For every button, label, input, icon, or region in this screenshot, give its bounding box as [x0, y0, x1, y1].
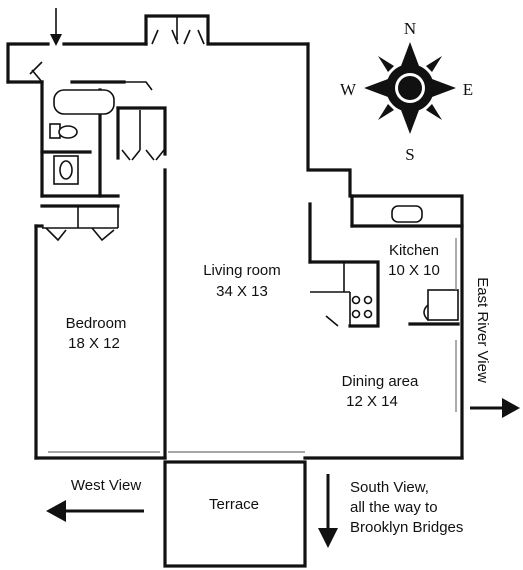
- compass-north-label: N: [404, 19, 416, 38]
- east-view-label: East River View: [474, 277, 491, 383]
- terrace-label: Terrace: [209, 496, 259, 513]
- living-room-size: 34 X 13: [216, 283, 268, 300]
- kitchen-size: 10 X 10: [388, 262, 440, 279]
- bedroom-label: Bedroom: [66, 315, 127, 332]
- dining-area-size: 12 X 14: [346, 393, 398, 410]
- living-room-label: Living room: [203, 262, 281, 279]
- compass-west-label: W: [340, 80, 357, 99]
- exterior-walls: [6, 14, 464, 460]
- compass-east-label: E: [463, 80, 473, 99]
- stove: [351, 295, 373, 319]
- bedroom-size: 18 X 12: [68, 335, 120, 352]
- view-labels: East River View West View South View, al…: [71, 277, 491, 536]
- dining-area-label: Dining area: [342, 373, 419, 390]
- view-arrows: [46, 8, 520, 548]
- terrace: [163, 460, 307, 568]
- west-view-label: West View: [71, 477, 141, 494]
- kitchen-label: Kitchen: [389, 242, 439, 259]
- south-view-label-line-3: Brooklyn Bridges: [350, 519, 463, 536]
- doors: [29, 16, 339, 327]
- room-labels: Living room 34 X 13 Bedroom 18 X 12 Kitc…: [66, 242, 440, 513]
- fixtures: [48, 89, 459, 453]
- south-view-label-line-2: all the way to: [350, 499, 438, 516]
- south-view-label-line-1: South View,: [350, 479, 429, 496]
- compass-south-label: S: [405, 145, 414, 164]
- compass-rose: N S E W: [340, 19, 473, 164]
